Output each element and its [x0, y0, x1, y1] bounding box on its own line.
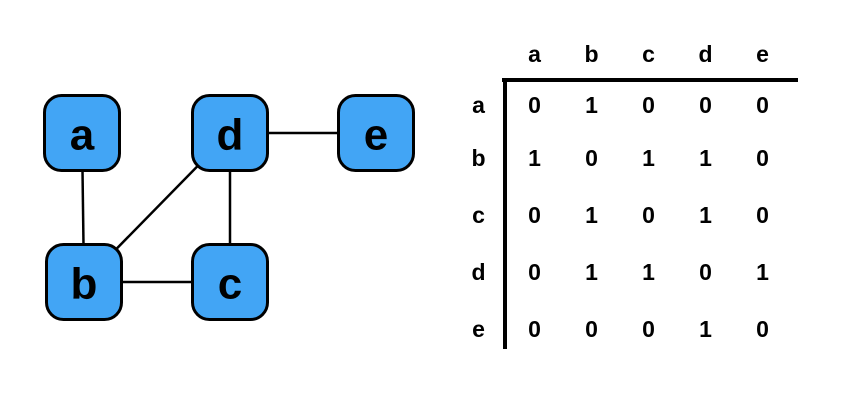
matrix-cell-b-b: 0	[585, 145, 598, 171]
graph-node-e[interactable]: e	[337, 94, 415, 172]
matrix-cell-d-a: 0	[528, 259, 541, 285]
matrix-cell-e-a: 0	[528, 316, 541, 342]
matrix-col-header-b: b	[584, 40, 599, 67]
matrix-row-header-e: e	[472, 316, 485, 342]
adjacency-matrix: a b c d e a 0 1 0 0 0 b 1 0 1 1 0 c 0 1 0 1 0 d 0 1 1 0 1 e 0 0 0 1 0	[458, 28, 803, 363]
matrix-col-header-a: a	[528, 40, 541, 67]
matrix-cell-a-a: 0	[528, 91, 541, 118]
matrix-cell-d-e: 1	[756, 259, 769, 285]
graph-diagram: a b c d e	[43, 94, 415, 321]
matrix-cell-a-b: 1	[585, 91, 598, 118]
matrix-row-header-d: d	[471, 259, 486, 285]
graph-node-box-e[interactable]	[337, 94, 415, 172]
matrix-cell-d-d: 0	[699, 259, 712, 285]
matrix-cell-b-d: 1	[699, 145, 712, 171]
matrix-left-border	[503, 78, 507, 349]
matrix-cell-c-a: 0	[528, 202, 541, 228]
graph-node-label-b: b	[71, 260, 98, 309]
matrix-cell-b-a: 1	[528, 145, 541, 171]
graph-node-c[interactable]: c	[191, 243, 269, 321]
matrix-cell-e-d: 1	[699, 316, 712, 342]
matrix-row-header-c: c	[472, 202, 485, 228]
graph-node-label-c: c	[218, 260, 242, 309]
matrix-cell-c-e: 0	[756, 202, 769, 228]
matrix-cell-e-b: 0	[585, 316, 598, 342]
matrix-top-border	[502, 78, 798, 82]
matrix-cell-b-e: 0	[756, 145, 769, 171]
graph-node-box-a[interactable]	[43, 94, 121, 172]
matrix-row-header-b: b	[471, 145, 486, 171]
graph-node-box-d[interactable]	[191, 94, 269, 172]
graph-node-label-e: e	[364, 111, 388, 160]
matrix-cell-a-d: 0	[699, 91, 712, 118]
matrix-cell-b-c: 1	[642, 145, 655, 171]
matrix-col-header-e: e	[756, 40, 769, 67]
matrix-cell-d-b: 1	[585, 259, 598, 285]
graph-node-a[interactable]: a	[43, 94, 121, 172]
graph-node-label-a: a	[70, 111, 95, 160]
matrix-cell-c-b: 1	[585, 202, 598, 228]
graph-node-box-c[interactable]	[191, 243, 269, 321]
matrix-row-header-a: a	[472, 91, 485, 118]
matrix-grid: a b c d e a 0 1 0 0 0 b 1 0 1 1 0 c 0 1 0 1 0 d 0 1 1 0 1 e 0 0 0 1 0	[458, 28, 788, 358]
graph-node-label-d: d	[217, 111, 244, 160]
graph-node-box-b[interactable]	[45, 243, 123, 321]
matrix-cell-a-e: 0	[756, 91, 769, 118]
graph-node-d[interactable]: d	[191, 94, 269, 172]
matrix-col-header-d: d	[698, 40, 713, 67]
matrix-col-header-c: c	[642, 40, 655, 67]
matrix-cell-c-c: 0	[642, 202, 655, 228]
matrix-cell-e-e: 0	[756, 316, 769, 342]
matrix-cell-a-c: 0	[642, 91, 655, 118]
matrix-cell-d-c: 1	[642, 259, 655, 285]
matrix-corner-cell	[458, 28, 503, 80]
graph-node-b[interactable]: b	[45, 243, 123, 321]
matrix-cell-e-c: 0	[642, 316, 655, 342]
matrix-cell-c-d: 1	[699, 202, 712, 228]
